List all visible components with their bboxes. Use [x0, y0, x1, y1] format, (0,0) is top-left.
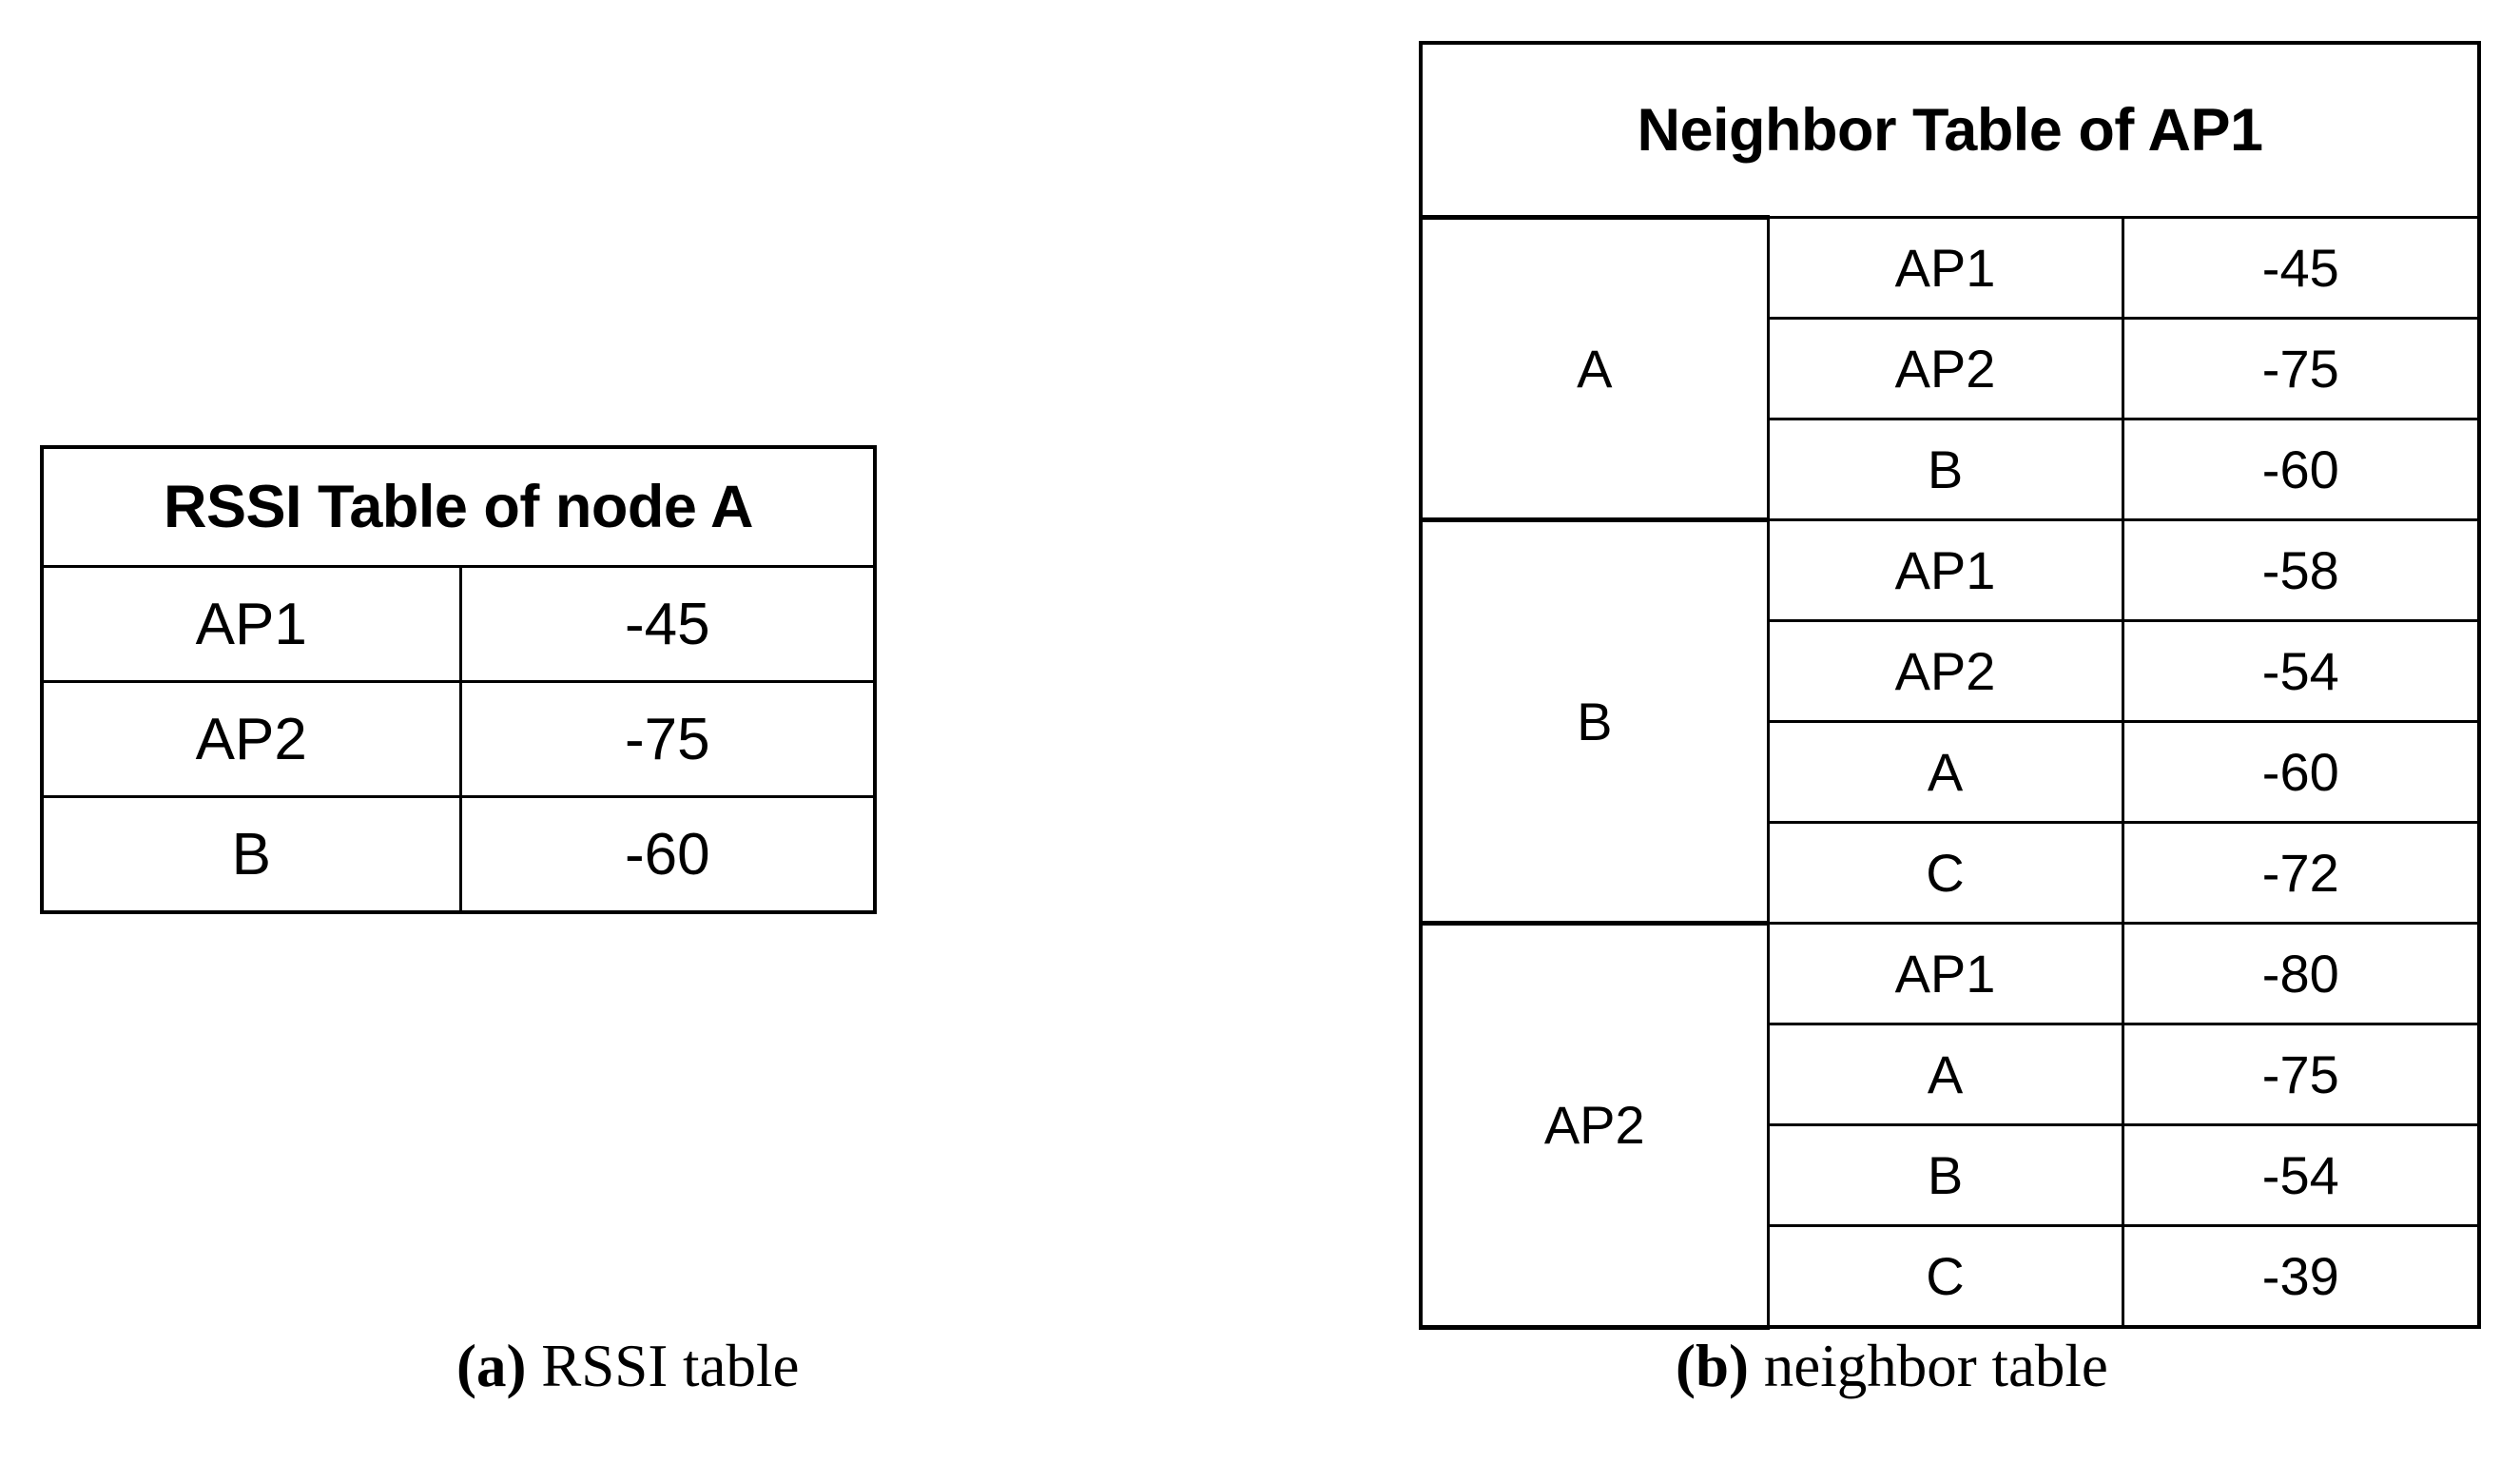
neighbor-table-title: Neighbor Table of AP1: [1419, 41, 2481, 219]
table-row: AP2 AP1 -80: [1419, 921, 2481, 1330]
neighbor-row-value: -75: [2121, 317, 2481, 420]
neighbor-row-name: A: [1766, 720, 2124, 824]
table-row: AP2 -75: [1421, 317, 2481, 420]
caption-a-tag: (a): [456, 1333, 527, 1399]
neighbor-table-title-row: Neighbor Table of AP1: [1419, 41, 2481, 219]
rssi-row-value: -75: [458, 680, 877, 798]
rssi-table-body: RSSI Table of node A AP1 -45 AP2 -75 B -…: [40, 445, 877, 914]
rssi-table-title-row: RSSI Table of node A: [40, 445, 877, 568]
rssi-row-value: -60: [458, 795, 877, 914]
table-row: A -75: [1421, 1023, 2481, 1126]
neighbor-row-name: AP2: [1766, 619, 2124, 723]
neighbor-table: Neighbor Table of AP1 A AP1 -45 AP2 -75 …: [1419, 41, 2482, 1330]
neighbor-row-name: C: [1766, 821, 2124, 925]
table-row: B -60: [1421, 418, 2481, 521]
table-row: C -72: [1421, 821, 2481, 925]
table-row: C -39: [1421, 1224, 2481, 1329]
rssi-table-title: RSSI Table of node A: [40, 445, 877, 568]
table-row: B AP1 -58: [1419, 517, 2481, 926]
neighbor-row-name: AP1: [1766, 518, 2124, 622]
caption-a: (a) RSSI table: [456, 1332, 799, 1401]
neighbor-row-name: AP2: [1766, 317, 2124, 420]
neighbor-row-value: -54: [2121, 619, 2481, 723]
neighbor-group-label: A: [1419, 215, 1770, 522]
rssi-table: RSSI Table of node A AP1 -45 AP2 -75 B -…: [40, 445, 877, 914]
neighbor-group-label: B: [1419, 517, 1770, 926]
neighbor-row-value: -39: [2121, 1224, 2481, 1329]
rssi-row-name: AP2: [40, 680, 462, 798]
neighbor-row-value: -75: [2121, 1023, 2481, 1126]
table-row: AP2 -75: [40, 680, 877, 798]
table-row: AP1 -45: [40, 565, 877, 683]
neighbor-row-name: C: [1766, 1224, 2124, 1329]
neighbor-row-value: -58: [2121, 518, 2481, 622]
neighbor-row-value: -60: [2121, 720, 2481, 824]
table-row: B -54: [1421, 1123, 2481, 1227]
table-row: B -60: [40, 795, 877, 914]
neighbor-row-value: -45: [2121, 216, 2481, 320]
neighbor-group-label: AP2: [1419, 921, 1770, 1330]
rssi-row-name: AP1: [40, 565, 462, 683]
caption-a-text: RSSI table: [526, 1333, 800, 1399]
neighbor-row-name: AP1: [1766, 922, 2124, 1025]
table-row: A AP1 -45: [1419, 215, 2481, 522]
table-row: AP2 -54: [1421, 619, 2481, 723]
neighbor-row-name: B: [1766, 1123, 2124, 1227]
neighbor-row-value: -60: [2121, 418, 2481, 521]
neighbor-row-name: AP1: [1766, 216, 2124, 320]
neighbor-row-value: -72: [2121, 821, 2481, 925]
caption-b-text: neighbor table: [1749, 1333, 2108, 1399]
neighbor-table-body: Neighbor Table of AP1 A AP1 -45 AP2 -75 …: [1419, 41, 2481, 1330]
neighbor-row-name: A: [1766, 1023, 2124, 1126]
caption-b: (b) neighbor table: [1676, 1332, 2108, 1401]
caption-b-tag: (b): [1676, 1333, 1749, 1399]
table-row: A -60: [1421, 720, 2481, 824]
rssi-row-value: -45: [458, 565, 877, 683]
rssi-row-name: B: [40, 795, 462, 914]
neighbor-row-value: -80: [2121, 922, 2481, 1025]
neighbor-row-value: -54: [2121, 1123, 2481, 1227]
neighbor-row-name: B: [1766, 418, 2124, 521]
